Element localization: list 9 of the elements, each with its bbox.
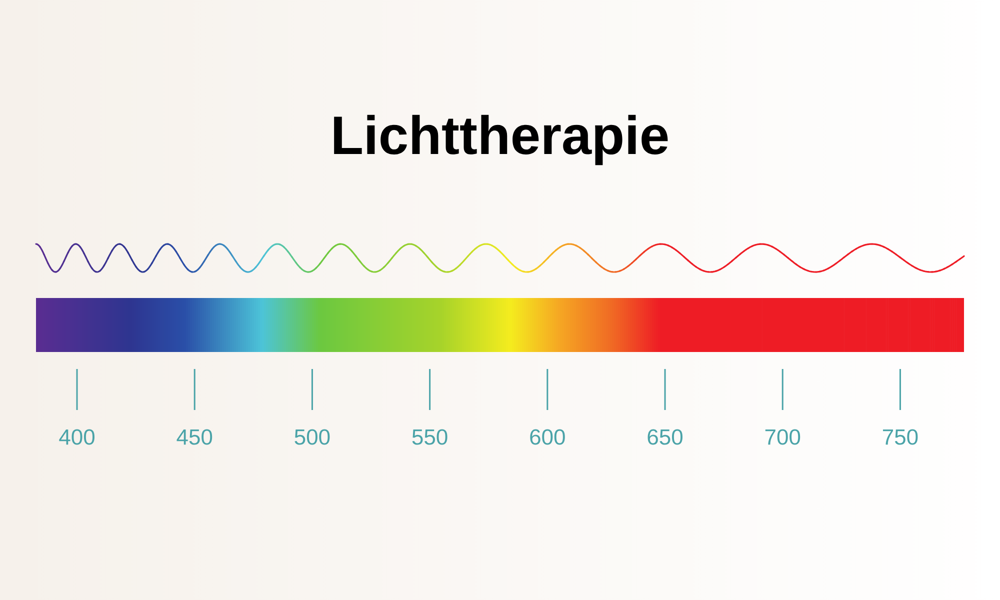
wavelength-label: 400: [59, 429, 94, 445]
wavelength-label: 600: [530, 429, 565, 445]
wavelength-label: 650: [648, 429, 682, 445]
wavelength-label: 550: [412, 429, 448, 445]
wavelength-label: 750: [883, 429, 918, 445]
wavelength-label: 700: [765, 429, 800, 445]
wavelength-label: 450: [176, 429, 212, 445]
wavelength-label: 500: [294, 429, 330, 445]
title: Lichttherapie: [334, 114, 668, 166]
